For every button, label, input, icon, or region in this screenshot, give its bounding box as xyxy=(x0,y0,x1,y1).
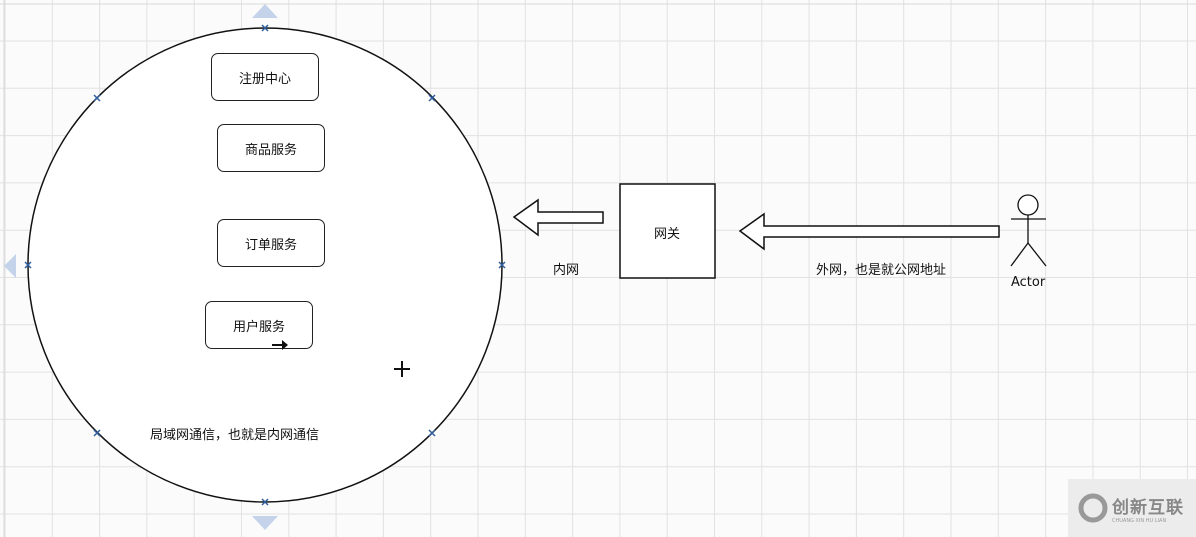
connection-point-handle[interactable] xyxy=(261,498,269,506)
inner-arrow[interactable] xyxy=(512,198,604,237)
watermark-title: 创新互联 xyxy=(1112,497,1184,518)
connection-point-handle[interactable] xyxy=(24,261,32,269)
actor-icon[interactable] xyxy=(1010,194,1047,267)
service-label: 注册中心 xyxy=(238,71,291,87)
watermark-subtitle: CHUANG XIN HU LIAN xyxy=(1112,517,1167,524)
arrow-cursor-icon xyxy=(272,340,288,350)
watermark-logo-icon xyxy=(1078,493,1108,523)
connect-arrow-up[interactable] xyxy=(252,4,278,18)
selection-handles[interactable] xyxy=(24,24,506,506)
gateway-box[interactable] xyxy=(619,183,716,279)
connection-point-handle[interactable] xyxy=(428,429,436,437)
service-label: 订单服务 xyxy=(244,237,297,253)
service-box-product[interactable]: 商品服务 xyxy=(217,124,325,172)
inner-arrow-label: 内网 xyxy=(553,263,580,278)
gateway-label: 网关 xyxy=(654,227,681,242)
service-box-order[interactable]: 订单服务 xyxy=(217,219,325,267)
actor-label: Actor xyxy=(1011,275,1046,290)
connection-point-handle[interactable] xyxy=(93,94,101,102)
service-box-registry[interactable]: 注册中心 xyxy=(211,53,319,101)
service-label: 商品服务 xyxy=(244,142,297,158)
outer-arrow-label: 外网，也是就公网地址 xyxy=(816,263,947,278)
service-box-user[interactable]: 用户服务 xyxy=(205,301,313,350)
connection-point-handle[interactable] xyxy=(93,429,101,437)
connect-arrow-down[interactable] xyxy=(252,516,278,530)
connection-point-handle[interactable] xyxy=(428,94,436,102)
circle-caption: 局域网通信，也就是内网通信 xyxy=(150,428,320,443)
connect-arrow-left[interactable] xyxy=(4,254,16,278)
connection-point-handle[interactable] xyxy=(498,261,506,269)
outer-arrow[interactable] xyxy=(738,212,1000,251)
service-label: 用户服务 xyxy=(232,319,285,335)
move-cursor-icon xyxy=(394,361,410,377)
connection-point-handle[interactable] xyxy=(261,24,269,32)
